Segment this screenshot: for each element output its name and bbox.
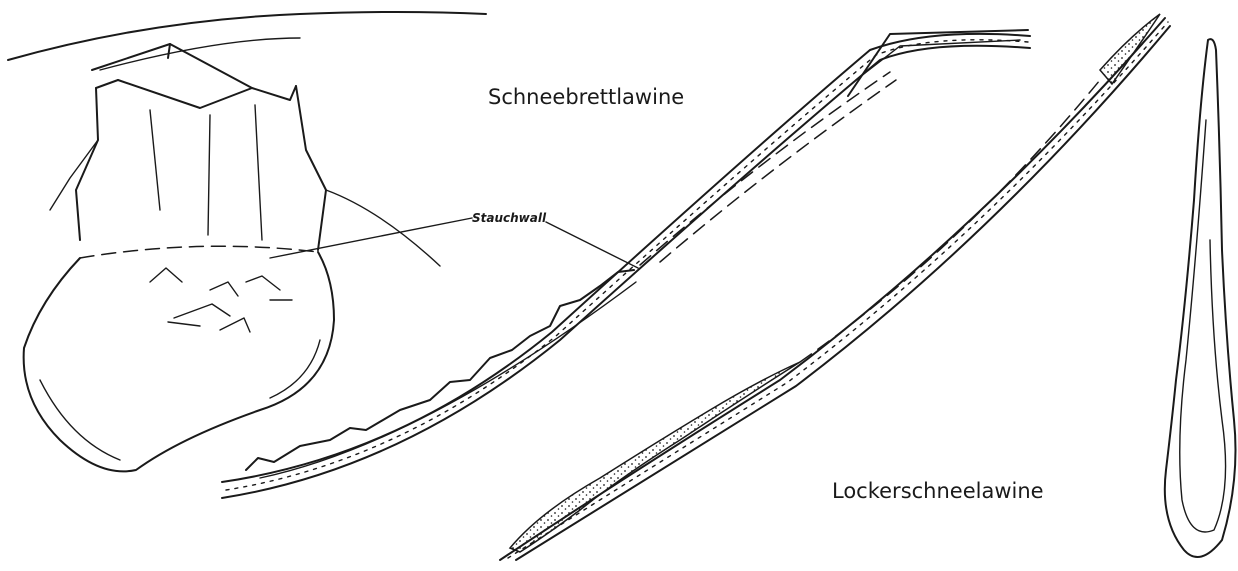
loose-snow-avalanche-plan-view — [1165, 39, 1236, 557]
compression-wall-leaders — [270, 218, 638, 268]
label-slab-avalanche: Schneebrettlawine — [488, 85, 684, 109]
slab-avalanche-plan-view — [8, 12, 486, 471]
label-loose-snow-avalanche: Lockerschneelawine — [832, 479, 1044, 503]
label-compression-wall: Stauchwall — [472, 211, 547, 225]
